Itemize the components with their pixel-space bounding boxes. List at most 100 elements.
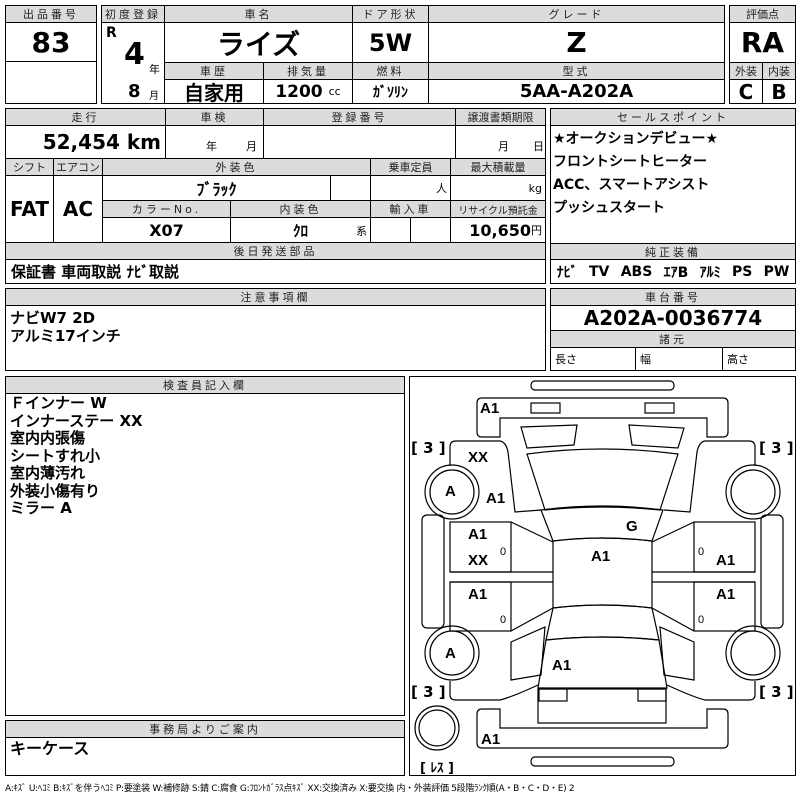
inspector-line: シートすれ小 — [10, 446, 101, 465]
ac-label: エアコン — [54, 159, 103, 176]
import-cell-2 — [411, 218, 451, 243]
recycle-label: リサイクル預託金 — [451, 201, 545, 218]
height-label: 高さ — [727, 353, 749, 366]
equipment-item: TV — [588, 263, 610, 280]
tread-front-left: [ 3 ] — [411, 439, 446, 457]
inspector-notes: Ｆインナー W インナーステー XX 室内内張傷 シートすれ小 室内薄汚れ 外装… — [10, 394, 143, 518]
exterior-grade: C — [730, 80, 763, 103]
transfer-value: 月 日 — [456, 126, 545, 159]
office-text: キーケース — [10, 739, 90, 758]
mark-rl-0: 0 — [500, 614, 507, 626]
sales-point: フロントシートヒーター — [553, 154, 707, 170]
notes-label: 注意事項欄 — [6, 289, 545, 306]
equipment-item: ｱﾙﾐ — [699, 264, 721, 281]
door-type: 5W — [353, 23, 429, 63]
length-label: 長さ — [551, 348, 636, 370]
specs-label: 諸元 — [551, 331, 795, 348]
later-parts-label: 後日発送部品 — [6, 243, 545, 260]
chassis-box: 車台番号 A202A-0036774 諸元 長さ 幅 高さ — [550, 288, 796, 371]
office-label: 事務局よりご案内 — [6, 721, 404, 738]
color-no-label: カラーNo. — [103, 201, 231, 218]
mark-rear-left-door: A1 — [468, 586, 488, 603]
tread-rear-left: [ 3 ] — [411, 683, 446, 701]
capacity-label: 乗車定員 — [371, 159, 451, 176]
car-name: ライズ — [165, 23, 353, 63]
equipment-label: 純正装備 — [551, 243, 795, 260]
mark-fl-0: 0 — [500, 546, 507, 558]
mark-front-left-door-1: A1 — [468, 526, 488, 543]
tread-rear-right: [ 3 ] — [759, 683, 794, 701]
first-reg-cell: R 4 年 8 月 — [102, 23, 165, 103]
reg-number — [264, 126, 456, 159]
equipment-item: ﾅﾋﾞ — [556, 264, 578, 281]
mark-rear-left-wheel: A — [445, 645, 456, 662]
load-unit: kg — [451, 176, 545, 201]
reg-year: 4 — [124, 37, 145, 72]
notes-box: 注意事項欄 ナビW7 2D アルミ17インチ — [5, 288, 546, 371]
damage-diagram-box — [409, 376, 796, 776]
equipment-item: PW — [763, 263, 790, 280]
displacement-unit: cc — [328, 85, 341, 98]
interior-color: ｸﾛ系 — [231, 218, 371, 243]
color-no: X07 — [103, 218, 231, 243]
equipment-list: ﾅﾋﾞ TV ABS ｴｱB ｱﾙﾐ PS PW — [551, 260, 795, 283]
mark-rear-right-door: A1 — [716, 586, 736, 603]
exterior-color: ﾌﾞﾗｯｸ — [103, 176, 331, 201]
mark-front-left-pillar: A1 — [486, 490, 506, 507]
inspector-label: 検査員記入欄 — [6, 377, 404, 394]
exterior-label: 外装 — [730, 63, 763, 80]
transfer-label: 譲渡書類期限 — [456, 109, 545, 126]
shift: FAT — [6, 176, 54, 243]
displacement-value: 1200 — [275, 81, 323, 102]
mark-front-left-door-2: XX — [468, 552, 489, 569]
vehicle-box: 初度登録 車名 ドア形状 グレード R 4 年 8 月 ライズ 5W Z 車歴 … — [101, 5, 725, 104]
year-unit: 年 — [149, 63, 160, 76]
notes-line: アルミ17インチ — [10, 327, 121, 345]
inspector-line: 外装小傷有り — [10, 481, 101, 500]
interior-grade: B — [771, 80, 787, 103]
mark-rr-0: 0 — [698, 614, 705, 626]
mark-roof: A1 — [591, 548, 611, 565]
sales-point: ACC、スマートアシスト — [553, 177, 710, 193]
notes-line: ナビW7 2D — [10, 309, 96, 327]
first-reg-label: 初度登録 — [102, 6, 165, 23]
import-label: 輸入車 — [371, 201, 451, 218]
inspector-box: 検査員記入欄 Ｆインナー W インナーステー XX 室内内張傷 シートすれ小 室… — [5, 376, 405, 716]
inspector-line: 室内内張傷 — [10, 429, 86, 447]
recycle-value: 10,650 — [469, 220, 531, 240]
equipment-item: ｴｱB — [663, 264, 689, 281]
inspector-line: ミラー A — [10, 499, 72, 517]
grade-label: グレード — [429, 6, 724, 23]
mark-front-left-wheel: A — [445, 483, 456, 500]
inspection-value: 年 月 — [166, 126, 264, 159]
equipment-item: PS — [731, 263, 753, 280]
chassis-label: 車台番号 — [551, 289, 795, 306]
later-parts: 保証書 車両取説 ﾅﾋﾞ取説 — [11, 263, 179, 281]
reg-number-label: 登録番号 — [264, 109, 456, 126]
displacement: 1200 cc — [264, 80, 353, 103]
era: R — [106, 25, 117, 41]
shift-label: シフト — [6, 159, 54, 176]
mark-front-left-fender: XX — [468, 449, 489, 466]
recycle-unit: 円 — [531, 224, 542, 237]
rating-box: 評価点 RA 外装 内装 C B — [729, 5, 796, 104]
fuel: ｶﾞｿﾘﾝ — [353, 80, 429, 103]
mark-windshield: G — [626, 518, 638, 535]
history: 自家用 — [165, 80, 264, 103]
sales-point: ★オークションデビュー★ — [553, 131, 719, 147]
sales-points-label: セールスポイント — [551, 109, 795, 126]
inspector-line: 室内薄汚れ — [10, 464, 86, 482]
history-label: 車歴 — [165, 63, 264, 80]
fuel-label: 燃料 — [353, 63, 429, 80]
mark-rear-bumper: A1 — [481, 731, 501, 748]
score: RA — [730, 23, 795, 63]
reg-month: 8 — [128, 81, 141, 102]
sales-points-list: ★オークションデビュー★ フロントシートヒーター ACC、スマートアシスト プッ… — [553, 128, 718, 220]
spare-tire-label: [ ﾚｽ ] — [420, 761, 454, 776]
score-label: 評価点 — [730, 6, 795, 23]
width-label: 幅 — [636, 348, 723, 370]
legend: A:ｷｽﾞ U:ﾍｺﾐ B:ｷｽﾞを伴うﾍｺﾐ P:要塗装 W:補修跡 S:錆 … — [5, 784, 575, 794]
inspector-line: Ｆインナー W — [10, 394, 107, 412]
chassis-number: A202A-0036774 — [551, 306, 795, 331]
